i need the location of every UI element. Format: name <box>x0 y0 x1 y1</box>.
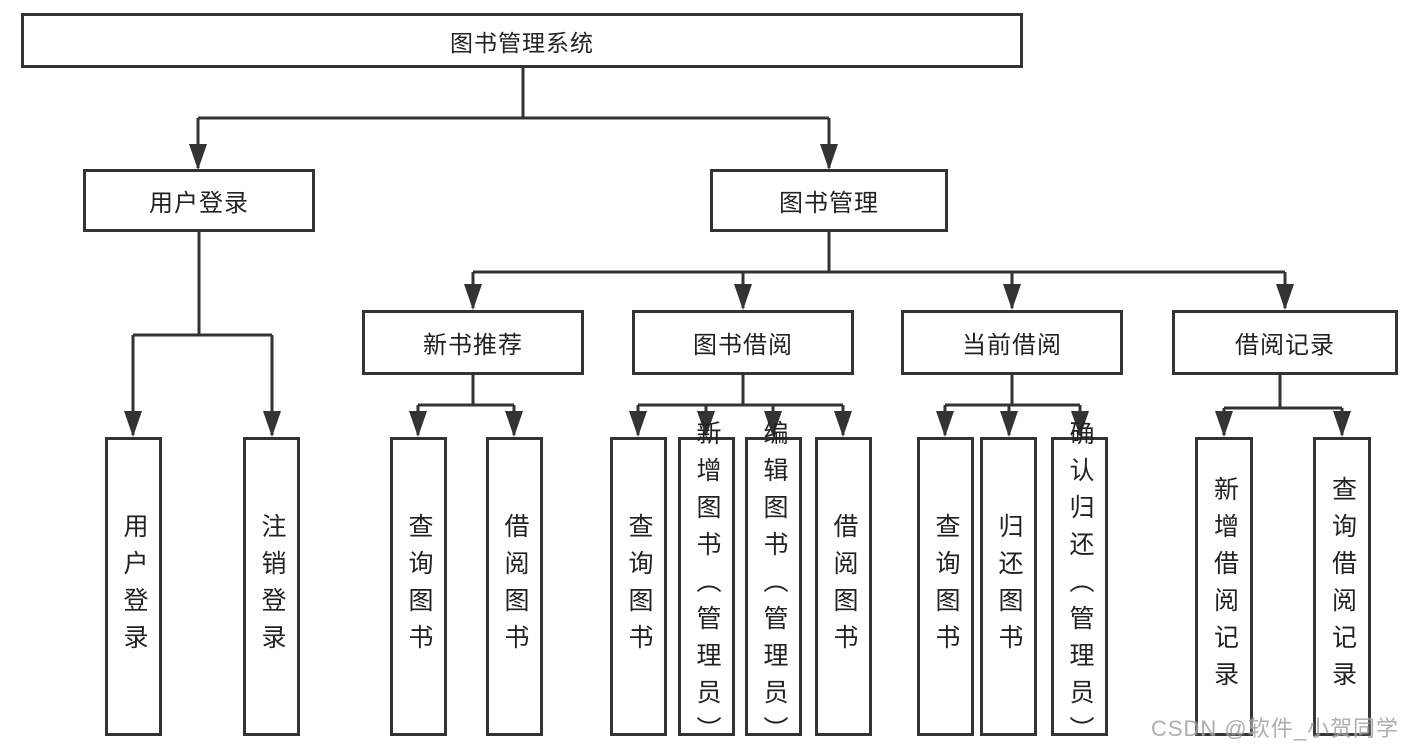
leaf-borrow-books-1: 借阅图书 <box>486 437 543 736</box>
leaf-return-books-label: 归还图书 <box>995 512 1023 661</box>
csdn-watermark: CSDN @软件_小贺同学 <box>1150 716 1399 741</box>
leaf-user-login-label: 用户登录 <box>120 512 148 661</box>
leaf-add-borrow-record: 新增借阅记录 <box>1195 437 1253 736</box>
leaf-borrow-books-1-label: 借阅图书 <box>501 512 529 661</box>
leaf-confirm-return-admin-label: 确认归还（管理员） <box>1066 420 1094 747</box>
leaf-user-login: 用户登录 <box>105 437 162 736</box>
leaf-borrow-books-2-label: 借阅图书 <box>830 512 858 661</box>
leaf-edit-book-admin-label: 编辑图书（管理员） <box>760 420 788 747</box>
node-root-label: 图书管理系统 <box>450 29 594 56</box>
leaf-return-books: 归还图书 <box>980 437 1037 736</box>
node-user-login-label: 用户登录 <box>149 190 249 217</box>
node-current-borrow-label: 当前借阅 <box>962 332 1062 359</box>
node-new-book-recommend: 新书推荐 <box>362 310 584 375</box>
leaf-edit-book-admin: 编辑图书（管理员） <box>745 420 802 747</box>
leaf-query-books-2-label: 查询图书 <box>625 512 653 661</box>
leaf-logout-label: 注销登录 <box>258 512 286 661</box>
node-new-book-recommend-label: 新书推荐 <box>423 332 523 359</box>
leaf-borrow-books-2: 借阅图书 <box>815 437 872 736</box>
leaf-add-book-admin: 新增图书（管理员） <box>678 420 735 747</box>
leaf-query-borrow-record-label: 查询借阅记录 <box>1328 475 1357 698</box>
leaf-add-borrow-record-label: 新增借阅记录 <box>1210 475 1239 698</box>
node-current-borrow: 当前借阅 <box>901 310 1123 375</box>
leaf-query-books-3-label: 查询图书 <box>932 512 960 661</box>
node-user-login: 用户登录 <box>83 169 315 232</box>
arrowheads <box>124 144 1351 437</box>
leaf-add-book-admin-label: 新增图书（管理员） <box>693 420 721 747</box>
leaf-query-books-3: 查询图书 <box>917 437 974 736</box>
node-borrow-records-label: 借阅记录 <box>1235 332 1335 359</box>
leaf-confirm-return-admin: 确认归还（管理员） <box>1051 420 1108 747</box>
node-borrow-records: 借阅记录 <box>1172 310 1398 375</box>
node-book-borrow: 图书借阅 <box>632 310 854 375</box>
node-book-management-label: 图书管理 <box>779 190 879 217</box>
leaf-query-books-1-label: 查询图书 <box>405 512 433 661</box>
node-book-borrow-label: 图书借阅 <box>693 332 793 359</box>
leaf-query-borrow-record: 查询借阅记录 <box>1313 437 1371 736</box>
leaf-query-books-2: 查询图书 <box>610 437 667 736</box>
leaf-query-books-1: 查询图书 <box>390 437 447 736</box>
node-root: 图书管理系统 <box>21 13 1023 68</box>
node-book-management: 图书管理 <box>710 169 948 232</box>
leaf-logout: 注销登录 <box>243 437 300 736</box>
